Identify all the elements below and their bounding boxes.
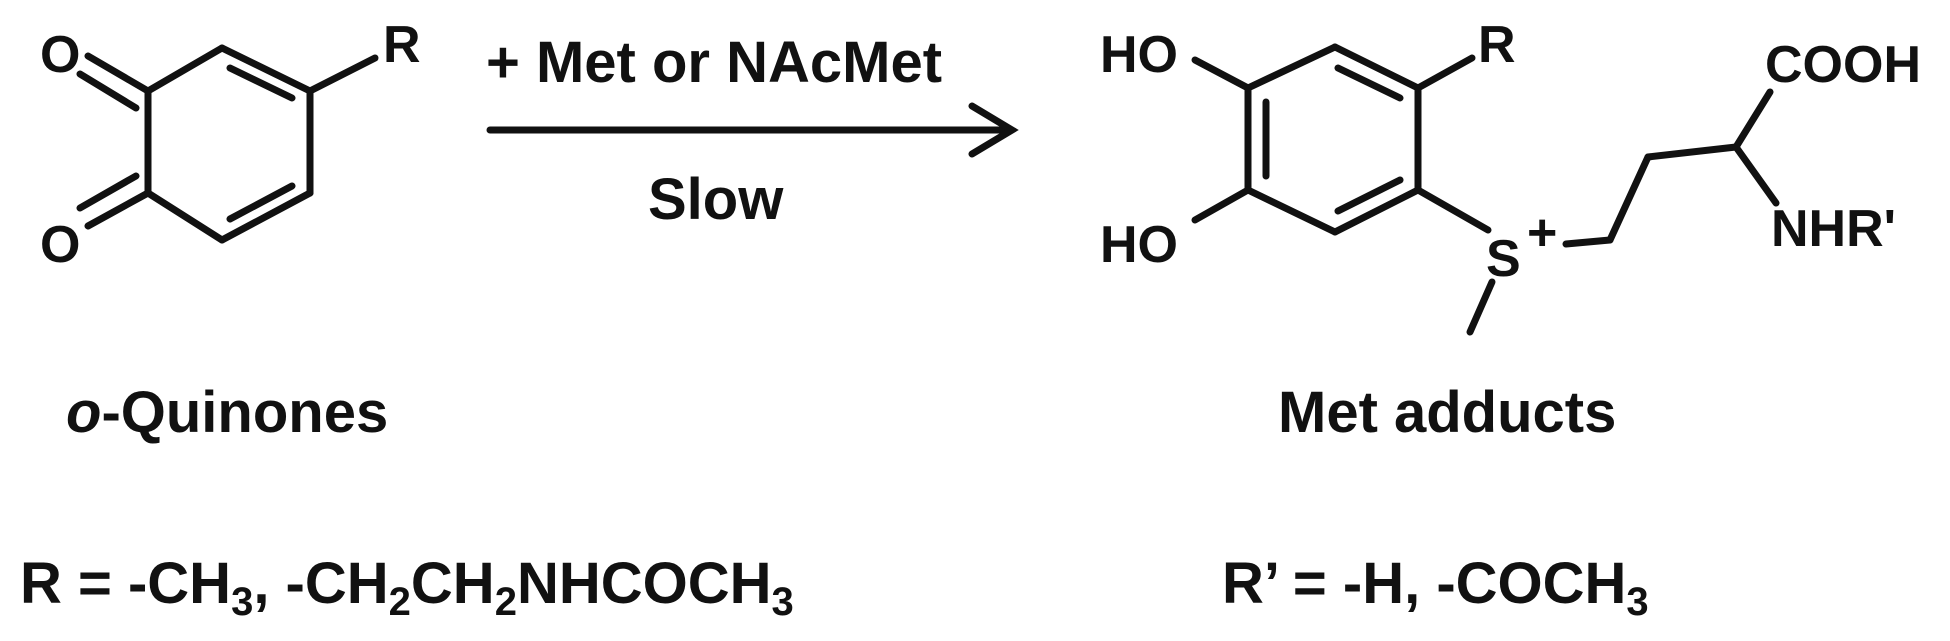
chain-bond bbox=[1606, 153, 1652, 244]
footnote-text: NHCOCH bbox=[517, 551, 772, 616]
footnote-text: R = -CH bbox=[20, 551, 231, 616]
product-footnote: R’ = -H, -COCH3 bbox=[1222, 551, 1649, 624]
ring-bond bbox=[218, 44, 314, 95]
footnote-subscript: 3 bbox=[1626, 580, 1648, 624]
carbonyl-bond bbox=[84, 189, 152, 230]
carbonyl-double-bond bbox=[76, 70, 140, 112]
substituent-bond bbox=[306, 54, 379, 95]
ring-bond bbox=[144, 189, 226, 244]
carboxyl-label: COOH bbox=[1765, 36, 1921, 94]
chain-bond bbox=[1732, 143, 1780, 207]
ring-bond bbox=[1244, 43, 1339, 92]
reactant-footnote: R = -CH3, -CH2CH2NHCOCH3 bbox=[20, 551, 794, 624]
substituent-bond bbox=[1414, 54, 1476, 92]
hydroxyl-bond bbox=[1191, 56, 1252, 92]
chain-bond bbox=[1644, 143, 1740, 161]
chain-bond bbox=[1732, 88, 1774, 151]
arrow-head bbox=[968, 102, 1019, 158]
reactant-caption: o-Quinones bbox=[66, 380, 388, 445]
reactant-caption-italic: o bbox=[66, 380, 101, 445]
amine-label: NHR' bbox=[1771, 200, 1896, 258]
ring-bond bbox=[1331, 43, 1422, 92]
aromatic-inner-bond bbox=[1334, 64, 1404, 102]
footnote-subscript: 3 bbox=[771, 580, 793, 624]
carbonyl-bond bbox=[84, 52, 152, 95]
hydroxyl-bond bbox=[1191, 186, 1252, 224]
aryl-sulfur-bond bbox=[1414, 186, 1492, 234]
footnote-text: , -CH bbox=[253, 551, 388, 616]
condition-label: Slow bbox=[648, 167, 784, 232]
reactant-structure: O O R bbox=[40, 16, 421, 274]
oxygen-label: O bbox=[40, 216, 80, 274]
footnote-subscript: 2 bbox=[389, 580, 411, 624]
product-structure: HO HO R S + COOH NHR' bbox=[1100, 16, 1921, 336]
hydroxyl-label: HO bbox=[1100, 216, 1178, 274]
reactant-caption-text: -Quinones bbox=[101, 380, 388, 445]
sulfur-chain-bond bbox=[1562, 236, 1614, 248]
reagent-label: + Met or NAcMet bbox=[486, 30, 942, 95]
footnote-text: R’ = -H, -COCH bbox=[1222, 551, 1626, 616]
footnote-subscript: 2 bbox=[495, 580, 517, 624]
ring-double-bond-inner bbox=[226, 182, 296, 223]
footnote-subscript: 3 bbox=[231, 580, 253, 624]
product-caption: Met adducts bbox=[1278, 380, 1616, 445]
sulfur-methyl-bond bbox=[1466, 278, 1496, 336]
ring-bond bbox=[1244, 186, 1339, 236]
r-group-label: R bbox=[383, 16, 421, 74]
hydroxyl-label: HO bbox=[1100, 26, 1178, 84]
carbonyl-double-bond bbox=[76, 172, 140, 212]
reaction-arrow-group: + Met or NAcMet Slow bbox=[486, 30, 1019, 232]
ring-bond bbox=[218, 189, 314, 244]
ring-bond bbox=[1331, 186, 1422, 236]
footnote-text: CH bbox=[411, 551, 495, 616]
r-group-label: R bbox=[1478, 16, 1516, 74]
charge-label: + bbox=[1527, 204, 1557, 262]
ring-double-bond-inner bbox=[226, 64, 296, 102]
ring-bond bbox=[144, 44, 226, 95]
oxygen-label: O bbox=[40, 26, 80, 84]
aromatic-inner-bond bbox=[1334, 176, 1404, 215]
sulfur-label: S bbox=[1486, 230, 1521, 288]
